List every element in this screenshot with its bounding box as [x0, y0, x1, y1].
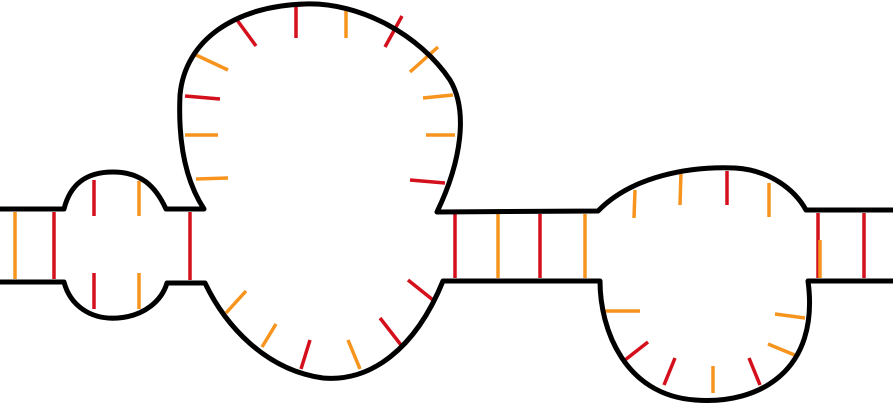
base-tick-big-loop-top-5: [383, 15, 404, 48]
base-tick-big-loop-bottom-6: [406, 278, 435, 302]
base-tick-right-loop-top-2: [678, 171, 683, 206]
base-tick-big-loop-top-1: [195, 53, 229, 72]
base-tick-right-loop-top-1: [632, 189, 637, 219]
base-tick-right-loop-bottom-6: [767, 342, 798, 358]
base-tick-right-loop-bottom-3: [662, 357, 677, 386]
base-tick-big-loop-top-2: [235, 18, 258, 48]
base-tick-big-loop-top-6: [408, 45, 440, 74]
base-tick-right-loop-bottom-5: [747, 357, 762, 386]
base-tick-big-loop-bottom-1: [224, 289, 248, 315]
top-strand-backbone: [0, 1, 893, 215]
base-tick-big-loop-top-12: [409, 178, 446, 185]
bottom-strand-backbone: [0, 278, 893, 403]
base-tick-big-loop-top-11: [195, 176, 229, 181]
base-tick-big-loop-bottom-3: [299, 339, 312, 370]
base-pair-ticks: [13, 6, 866, 393]
base-tick-big-loop-bottom-4: [346, 339, 362, 370]
base-tick-right-loop-bottom-2: [623, 340, 650, 362]
base-tick-big-loop-bottom-5: [378, 316, 403, 347]
base-tick-right-loop-bottom-7: [774, 312, 806, 320]
base-tick-big-loop-top-7: [184, 94, 221, 101]
base-tick-big-loop-bottom-2: [260, 323, 278, 348]
base-tick-big-loop-top-8: [422, 93, 454, 100]
